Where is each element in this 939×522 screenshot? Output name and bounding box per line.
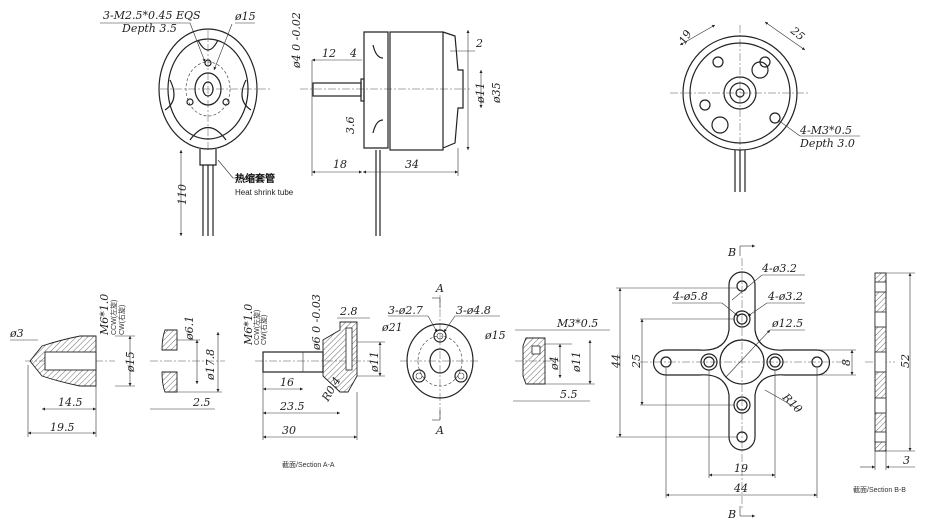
nut-inner-label: ø4 [548,356,561,371]
section-a-top: A [435,282,444,295]
spinner-dia-label: ø15 [124,351,137,373]
body-len-label: 34 [405,158,419,171]
nut-length-label: 5.5 [560,388,578,401]
shaft-dia-label: ø6 0 -0.03 [310,294,323,351]
spacing-a-label: 19 [676,28,694,47]
section-a-bottom: A [435,424,444,437]
bore-label: ø11 [368,351,381,373]
height-outer-label: 44 [610,354,623,369]
outer-holes-label: 4-ø3.2 [761,262,797,275]
holes-large-label: 3-ø4.8 [456,304,491,317]
width-inner-label: 19 [734,462,748,475]
section-b-label: 截面/Section B-B [853,485,906,494]
len-thread-label: 16 [280,376,294,389]
shrink-tube-en-label: Heat shrink tube [235,188,294,197]
spinner-part: ø3 M6*1.0 CCW(左旋) CW(右旋) ø15 14.5 19.5 [9,294,137,437]
spacing-b-label: 25 [787,24,807,44]
holes-small-label: 3-ø2.7 [388,304,423,317]
shaft-len-label: 12 [322,47,336,60]
front-len-label: 18 [333,158,347,171]
section-height-label: 52 [899,354,912,368]
fillet-label: R10 [779,390,805,416]
shaft-cw-label: CW(右旋) [259,315,268,345]
flange-label: 2.8 [339,305,358,318]
spinner-ccw-label: CCW(左旋) [109,300,118,335]
washer-inner-dia-label: ø6.1 [183,316,196,341]
rear-dia-label: ø11 [474,82,487,104]
center-dia-label: ø12.5 [771,317,803,330]
section-a-label: 截面/Section A-A [282,460,335,469]
counterbore-label: 4-ø5.8 [672,290,708,303]
washer-outer-dia-label: ø17.8 [204,349,217,381]
pcd-label: ø15 [484,329,506,342]
washer-part: ø6.1 ø17.8 2.5 [150,316,225,410]
outer-dia-label: ø21 [381,321,403,334]
rear-thread-label: 4-M3*0.5 [799,124,852,137]
nut-thread-label: M3*0.5 [556,317,598,330]
spinner-len-inner-label: 14.5 [58,396,83,409]
inner-holes-label: 4-ø3.2 [767,290,803,303]
collar-part: A A 3-ø2.7 3-ø4.8 ø21 ø15 [381,282,506,437]
section-thickness-label: 3 [903,454,910,467]
washer-thickness-label: 2.5 [192,396,211,409]
nut-part: M3*0.5 ø4 ø11 5.5 [513,317,610,402]
spinner-cw-label: CW(右旋) [117,305,126,335]
spinner-len-total-label: 19.5 [50,421,75,434]
step-label: 4 [349,47,357,60]
offset-label: 3.6 [344,117,357,135]
nut-outer-label: ø11 [570,351,583,373]
width-outer-label: 44 [733,482,748,495]
len-mid-label: 23.5 [279,400,305,413]
shaft-dia-label: ø4 0 -0.02 [290,12,303,69]
body-dia-label: ø35 [490,82,503,104]
rear-step-label: 2 [475,37,483,50]
wire-length-label: 110 [176,184,189,205]
depth-label: Depth 3.5 [121,22,177,35]
section-b-bottom: B [727,508,736,521]
tip-dia-label: ø3 [9,327,24,340]
rear-depth-label: Depth 3.0 [799,137,855,150]
side-view: ø4 0 -0.02 12 4 2 ø11 ø35 3.6 18 34 [290,12,503,236]
height-inner-label: 25 [630,354,643,369]
arm-width-label: 8 [840,359,853,366]
front-view: 3-M2.5*0.45 EQS Depth 3.5 ø15 110 热缩套管 H… [100,9,294,236]
shaft-ccw-label: CCW(左旋) [252,310,261,345]
section-b-view: 52 3 截面/Section B-B [853,272,915,494]
shrink-tube-cn-label: 热缩套管 [235,172,275,185]
x-mount-part: B B 4-ø3.2 4-ø5.8 4-ø3.2 ø12.5 44 25 8 R… [610,244,856,521]
spinner-thread-label: M6*1.0 [98,294,111,336]
adapter-shaft-part: M6*1.0 CCW(左旋) CW(右旋) ø6 0 -0.03 2.8 ø11… [242,294,385,469]
len-total-label: 30 [282,424,296,437]
rear-view: 19 25 4-M3*0.5 Depth 3.0 [670,21,860,192]
dia-label: ø15 [234,10,256,23]
section-b-top: B [727,246,736,259]
thread-label: 3-M2.5*0.45 EQS [103,9,201,22]
shaft-thread-label: M6*1.0 [242,304,255,346]
